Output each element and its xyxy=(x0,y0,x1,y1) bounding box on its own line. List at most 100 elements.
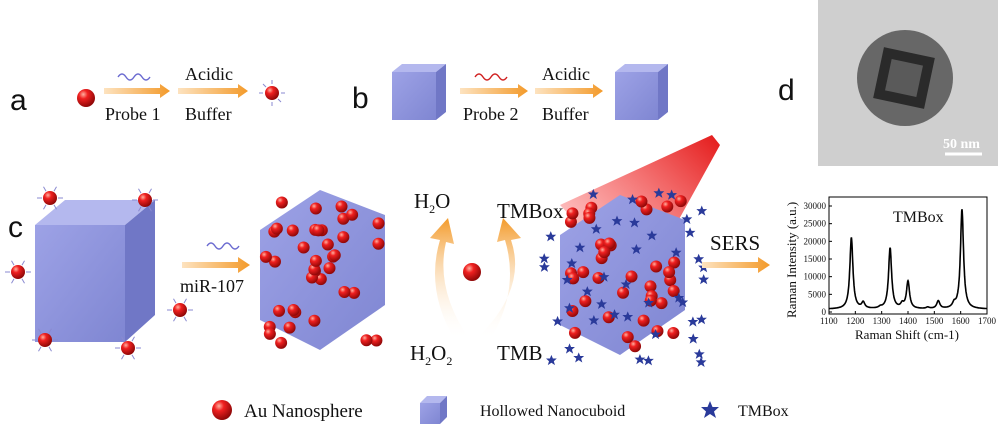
nanocuboid-with-tmbox xyxy=(538,187,710,367)
arrow xyxy=(460,84,528,98)
probe-modified-nanosphere xyxy=(37,186,63,210)
au-nanosphere xyxy=(637,314,650,327)
tmbox-star xyxy=(687,333,699,344)
mir-107-strand xyxy=(206,242,240,250)
au-nanosphere xyxy=(583,211,596,224)
au-nanosphere xyxy=(598,246,611,259)
x-tick-label: 1700 xyxy=(978,316,997,326)
tmbox-star xyxy=(538,253,550,264)
arrow xyxy=(178,84,248,98)
y-tick-label: 30000 xyxy=(804,201,827,211)
h2o2-label: H2O2 xyxy=(410,341,452,368)
x-tick-label: 1500 xyxy=(925,316,944,326)
tmbox-star xyxy=(545,231,557,242)
scale-bar-label: 50 nm xyxy=(943,137,980,152)
tmbox-product-label: TMBox xyxy=(497,199,564,223)
tmbox-star xyxy=(695,356,707,367)
au-nanosphere xyxy=(323,262,336,275)
au-nanosphere xyxy=(348,286,361,299)
hollowed-nanocuboid xyxy=(392,64,446,120)
curved-arrow-tmbox xyxy=(475,218,521,340)
buffer-label-b: Buffer xyxy=(542,104,589,124)
nanocuboid-with-au-spheres xyxy=(259,190,385,350)
x-tick-label: 1200 xyxy=(846,316,865,326)
au-nanosphere xyxy=(577,266,590,279)
au-nanosphere xyxy=(567,272,580,285)
au-nanosphere xyxy=(625,270,638,283)
x-tick-label: 1100 xyxy=(820,316,838,326)
acidic-label-a: Acidic xyxy=(185,64,233,84)
y-tick-label: 10000 xyxy=(804,272,827,282)
probe-modified-nanosphere xyxy=(132,188,158,212)
au-nanosphere xyxy=(328,249,341,262)
au-nanosphere xyxy=(644,280,657,293)
tmbox-star xyxy=(546,354,557,366)
tmbox-star xyxy=(698,274,710,285)
y-tick-label: 5000 xyxy=(808,289,827,299)
au-nanosphere xyxy=(283,321,296,334)
au-nanosphere xyxy=(309,254,322,267)
legend-cube-icon xyxy=(420,396,447,424)
au-nanosphere xyxy=(337,231,350,244)
au-nanosphere xyxy=(579,295,592,308)
tmb-label: TMB xyxy=(497,341,543,365)
tmbox-star xyxy=(539,261,550,272)
au-nanosphere xyxy=(566,207,579,220)
au-nanosphere xyxy=(372,217,385,230)
au-nanosphere xyxy=(617,286,630,299)
panel-label-a: a xyxy=(10,84,27,117)
panel-label-b: b xyxy=(352,82,369,115)
au-nanosphere xyxy=(346,208,359,221)
au-nanosphere xyxy=(655,297,668,310)
probe-modified-nanosphere xyxy=(167,298,193,322)
arrow xyxy=(535,84,603,98)
tmbox-star xyxy=(643,355,654,366)
panel-label-d: d xyxy=(778,74,795,107)
arrow xyxy=(702,257,770,273)
au-nanosphere xyxy=(635,195,648,208)
au-nanosphere xyxy=(275,196,288,209)
au-nanosphere xyxy=(372,237,385,250)
au-nanosphere xyxy=(667,284,680,297)
au-nanosphere xyxy=(360,334,373,347)
tmbox-star xyxy=(693,348,705,359)
probe-1-strand xyxy=(117,73,151,81)
legend-label-au: Au Nanosphere xyxy=(244,401,363,422)
curved-arrow-h2o xyxy=(430,218,470,340)
au-nanosphere xyxy=(568,326,581,339)
probe-modified-nanosphere xyxy=(5,260,31,284)
au-nanosphere xyxy=(663,266,676,279)
y-axis-label: Raman Intensity (a.u.) xyxy=(784,202,799,318)
y-tick-label: 20000 xyxy=(804,236,827,246)
spectrum-line xyxy=(829,209,988,310)
au-nanosphere xyxy=(263,327,276,340)
tem-image: 50 nm xyxy=(818,0,998,166)
probe-2-label: Probe 2 xyxy=(463,104,519,124)
x-tick-label: 1300 xyxy=(873,316,892,326)
probe-modified-nanosphere xyxy=(32,328,58,352)
legend-label-tmbox: TMBox xyxy=(738,403,789,420)
y-tick-label: 15000 xyxy=(804,254,827,264)
au-nanosphere xyxy=(259,250,272,263)
mir-107-label: miR-107 xyxy=(180,276,244,296)
au-nanosphere-catalyst xyxy=(463,263,481,281)
x-tick-label: 1600 xyxy=(952,316,971,326)
au-nanosphere xyxy=(668,256,681,269)
au-nanosphere xyxy=(309,202,322,215)
au-nanosphere xyxy=(621,331,634,344)
legend-sphere-icon xyxy=(212,400,232,420)
x-axis-label: Raman Shift (cm-1) xyxy=(855,327,959,342)
au-nanosphere xyxy=(338,286,351,299)
legend-star-icon xyxy=(701,401,719,418)
tmbox-star xyxy=(573,352,585,363)
large-nanocuboid xyxy=(35,200,155,342)
legend: Au Nanosphere Hollowed Nanocuboid TMBox xyxy=(212,396,789,424)
au-nanosphere xyxy=(273,304,286,317)
panel-label-c: c xyxy=(8,211,23,244)
tmbox-star xyxy=(696,314,707,325)
au-nanosphere xyxy=(312,224,325,237)
tmbox-star xyxy=(696,205,708,216)
au-nanosphere xyxy=(77,89,95,107)
